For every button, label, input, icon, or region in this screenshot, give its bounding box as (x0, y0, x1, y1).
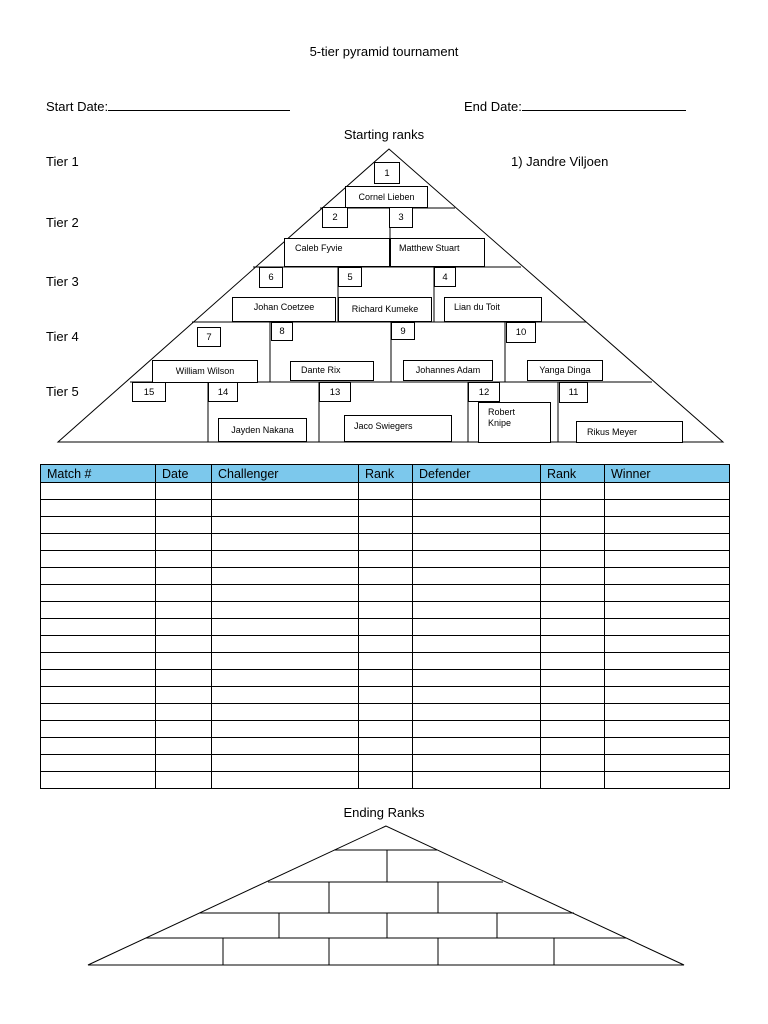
player-rank-14: Jayden Nakana (218, 418, 307, 442)
match-table-body (40, 482, 730, 789)
tier-3-label: Tier 3 (46, 274, 79, 289)
table-row (40, 669, 730, 687)
player-rank-12: Robert Knipe (478, 402, 551, 443)
table-row (40, 703, 730, 721)
rank-2-box: 2 (322, 207, 348, 228)
starting-ranks-title: Starting ranks (343, 127, 425, 142)
end-date-field[interactable]: End Date: (464, 98, 686, 114)
start-date-field[interactable]: Start Date: (46, 98, 291, 114)
table-row (40, 771, 730, 789)
table-row (40, 601, 730, 619)
tier-4-label: Tier 4 (46, 329, 79, 344)
leader-note: 1) Jandre Viljoen (511, 154, 609, 169)
ending-pyramid-outline (87, 825, 685, 966)
player-rank-9: Johannes Adam (403, 360, 493, 381)
rank-8-box: 8 (271, 322, 293, 341)
rank-15-box: 15 (132, 382, 166, 402)
starting-pyramid-outline (56, 148, 725, 443)
ending-ranks-title: Ending Ranks (343, 805, 425, 820)
table-row (40, 584, 730, 602)
rank-5-box: 5 (338, 267, 362, 287)
start-date-line (108, 98, 291, 111)
rank-10-box: 10 (506, 322, 536, 343)
table-row (40, 550, 730, 568)
tier-5-label: Tier 5 (46, 384, 79, 399)
player-rank-11: Rikus Meyer (576, 421, 683, 443)
player-rank-5: Richard Kumeke (338, 297, 432, 322)
match-table: Match # Date Challenger Rank Defender Ra… (40, 464, 730, 789)
player-rank-13: Jaco Swiegers (344, 415, 452, 442)
tier-1-label: Tier 1 (46, 154, 79, 169)
rank-7-box: 7 (197, 327, 221, 347)
player-rank-8: Dante Rix (290, 361, 374, 381)
end-date-line (521, 98, 686, 111)
player-rank-4: Lian du Toit (444, 297, 542, 322)
header-defender: Defender (412, 464, 541, 483)
page-title: 5-tier pyramid tournament (309, 44, 459, 59)
header-challenger: Challenger (211, 464, 359, 483)
table-row (40, 635, 730, 653)
table-row (40, 482, 730, 500)
player-rank-10: Yanga Dinga (527, 360, 603, 381)
rank-11-box: 11 (559, 382, 588, 403)
player-rank-3: Matthew Stuart (390, 238, 485, 267)
match-table-header-row: Match # Date Challenger Rank Defender Ra… (40, 464, 730, 483)
table-row (40, 686, 730, 704)
header-winner: Winner (604, 464, 730, 483)
rank-12-box: 12 (468, 382, 500, 402)
rank-4-box: 4 (434, 267, 456, 287)
player-rank-6: Johan Coetzee (232, 297, 336, 322)
rank-13-box: 13 (319, 382, 351, 402)
rank-14-box: 14 (208, 382, 238, 402)
rank-1-box: 1 (374, 162, 400, 184)
end-date-label: End Date: (464, 99, 522, 114)
rank-9-box: 9 (391, 322, 415, 340)
table-cell[interactable] (604, 771, 730, 789)
table-row (40, 618, 730, 636)
rank-6-box: 6 (259, 267, 283, 288)
tier-2-label: Tier 2 (46, 215, 79, 230)
player-rank-7: William Wilson (152, 360, 258, 383)
start-date-label: Start Date: (46, 99, 109, 114)
table-row (40, 499, 730, 517)
player-rank-1: Cornel Lieben (345, 186, 428, 208)
player-rank-2: Caleb Fyvie (284, 238, 390, 267)
